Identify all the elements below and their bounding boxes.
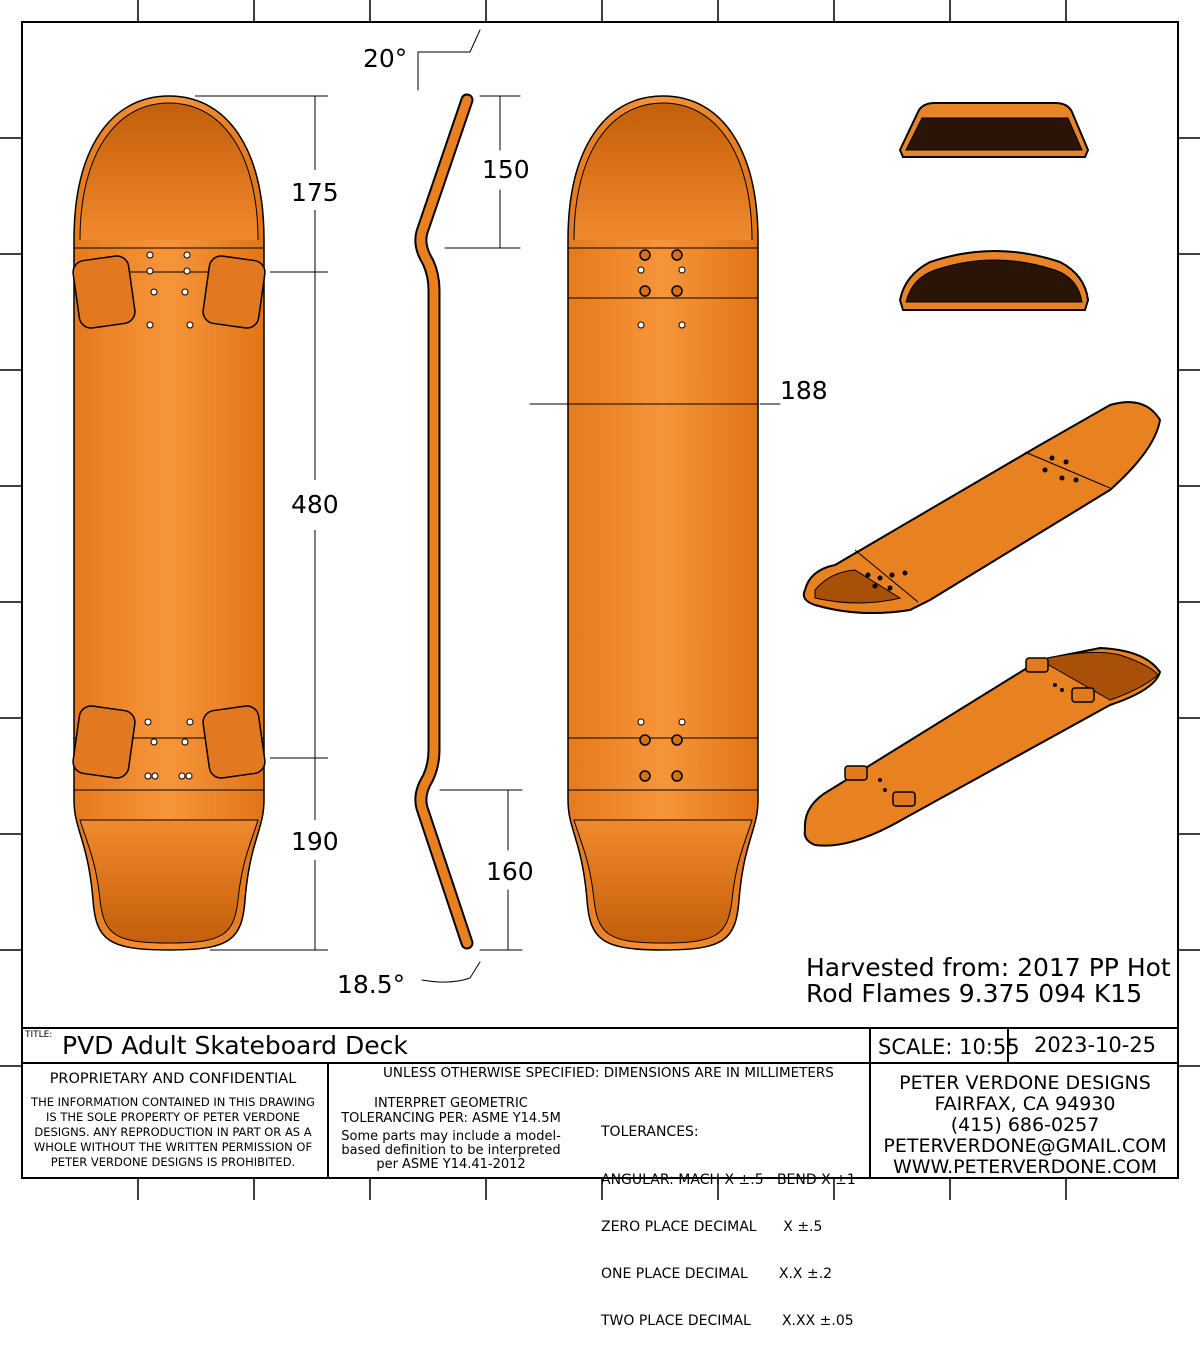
company-email: PETERVERDONE@GMAIL.COM [883, 1135, 1167, 1157]
company-info: PETER VERDONE DESIGNS FAIRFAX, CA 94930 … [872, 1073, 1178, 1178]
tolerance-line: ZERO PLACE DECIMAL X ±.5 [601, 1218, 823, 1235]
date: 2023-10-25 [1034, 1033, 1157, 1057]
truck-wheel [72, 255, 266, 779]
mbd-note: Some parts may include a model- based de… [336, 1130, 566, 1172]
dim-tail-length: 190 [291, 827, 339, 856]
company-address: FAIRFAX, CA 94930 [934, 1093, 1116, 1115]
sheet-border [0, 0, 1200, 1200]
drawing-title: PVD Adult Skateboard Deck [62, 1031, 408, 1060]
mbd-line: based definition to be interpreted [341, 1143, 561, 1158]
dim-wheelbase: 480 [291, 490, 339, 519]
dim-tail-kick: 160 [486, 857, 534, 886]
dim-width: 188 [780, 376, 828, 405]
proprietary-heading: PROPRIETARY AND CONFIDENTIAL [49, 1071, 297, 1087]
title-label: TITLE: [25, 1030, 53, 1040]
tolerance-line: TWO PLACE DECIMAL X.XX ±.05 [601, 1312, 854, 1329]
company-phone: (415) 686-0257 [950, 1114, 1100, 1136]
dim-nose-angle: 20° [363, 44, 408, 73]
tolerances: TOLERANCES: ANGULAR: MACH X ±.5 BEND X ±… [601, 1094, 856, 1345]
scale: SCALE: 10:55 [878, 1035, 1020, 1059]
interpret-line: INTERPRET GEOMETRIC [374, 1096, 528, 1111]
dim-nose-kick: 150 [482, 155, 530, 184]
proprietary-text: THE INFORMATION CONTAINED IN THIS DRAWIN… [28, 1095, 318, 1170]
tolerance-line: ANGULAR: MACH X ±.5 BEND X ±1 [601, 1171, 856, 1188]
mbd-line: Some parts may include a model- [341, 1129, 561, 1144]
iso-holes [865, 455, 1079, 792]
proprietary-line: WHOLE WITHOUT THE WRITTEN PERMISSION OF [33, 1140, 313, 1154]
company-name: PETER VERDONE DESIGNS [899, 1072, 1151, 1094]
note-line-2: Rod Flames 9.375 094 K15 [806, 979, 1143, 1008]
deck-side-view [414, 29, 781, 983]
tolerance-line: TOLERANCES: [601, 1124, 699, 1141]
note-line-1: Harvested from: 2017 PP Hot [806, 953, 1171, 982]
units-note: UNLESS OTHERWISE SPECIFIED: DIMENSIONS A… [383, 1065, 834, 1081]
dim-nose-length: 175 [291, 178, 339, 207]
proprietary-line: THE INFORMATION CONTAINED IN THIS DRAWIN… [31, 1095, 315, 1109]
company-website: WWW.PETERVERDONE.COM [892, 1156, 1158, 1178]
proprietary-line: DESIGNS. ANY REPRODUCTION IN PART OR AS … [34, 1125, 312, 1139]
deck-end-views [898, 102, 1090, 311]
interpret-line: TOLERANCING PER: ASME Y14.5M [341, 1111, 561, 1126]
bolt-heads [639, 249, 683, 782]
tolerance-line: ONE PLACE DECIMAL X.X ±.2 [601, 1265, 833, 1282]
proprietary-line: IS THE SOLE PROPERTY OF PETER VERDONE [45, 1110, 301, 1124]
deck-top-view [72, 95, 266, 951]
interpret-note: INTERPRET GEOMETRIC TOLERANCING PER: ASM… [336, 1096, 566, 1126]
deck-isometric-views [802, 401, 1162, 847]
proprietary-line: PETER VERDONE DESIGNS IS PROHIBITED. [50, 1155, 296, 1169]
mounting-holes [144, 251, 194, 780]
mbd-line: per ASME Y14.41-2012 [376, 1157, 526, 1172]
deck-bottom-view [567, 95, 759, 951]
drawing-sheet [0, 0, 1200, 1200]
dimension-lines-top [195, 95, 328, 951]
dim-tail-angle: 18.5° [337, 970, 406, 999]
